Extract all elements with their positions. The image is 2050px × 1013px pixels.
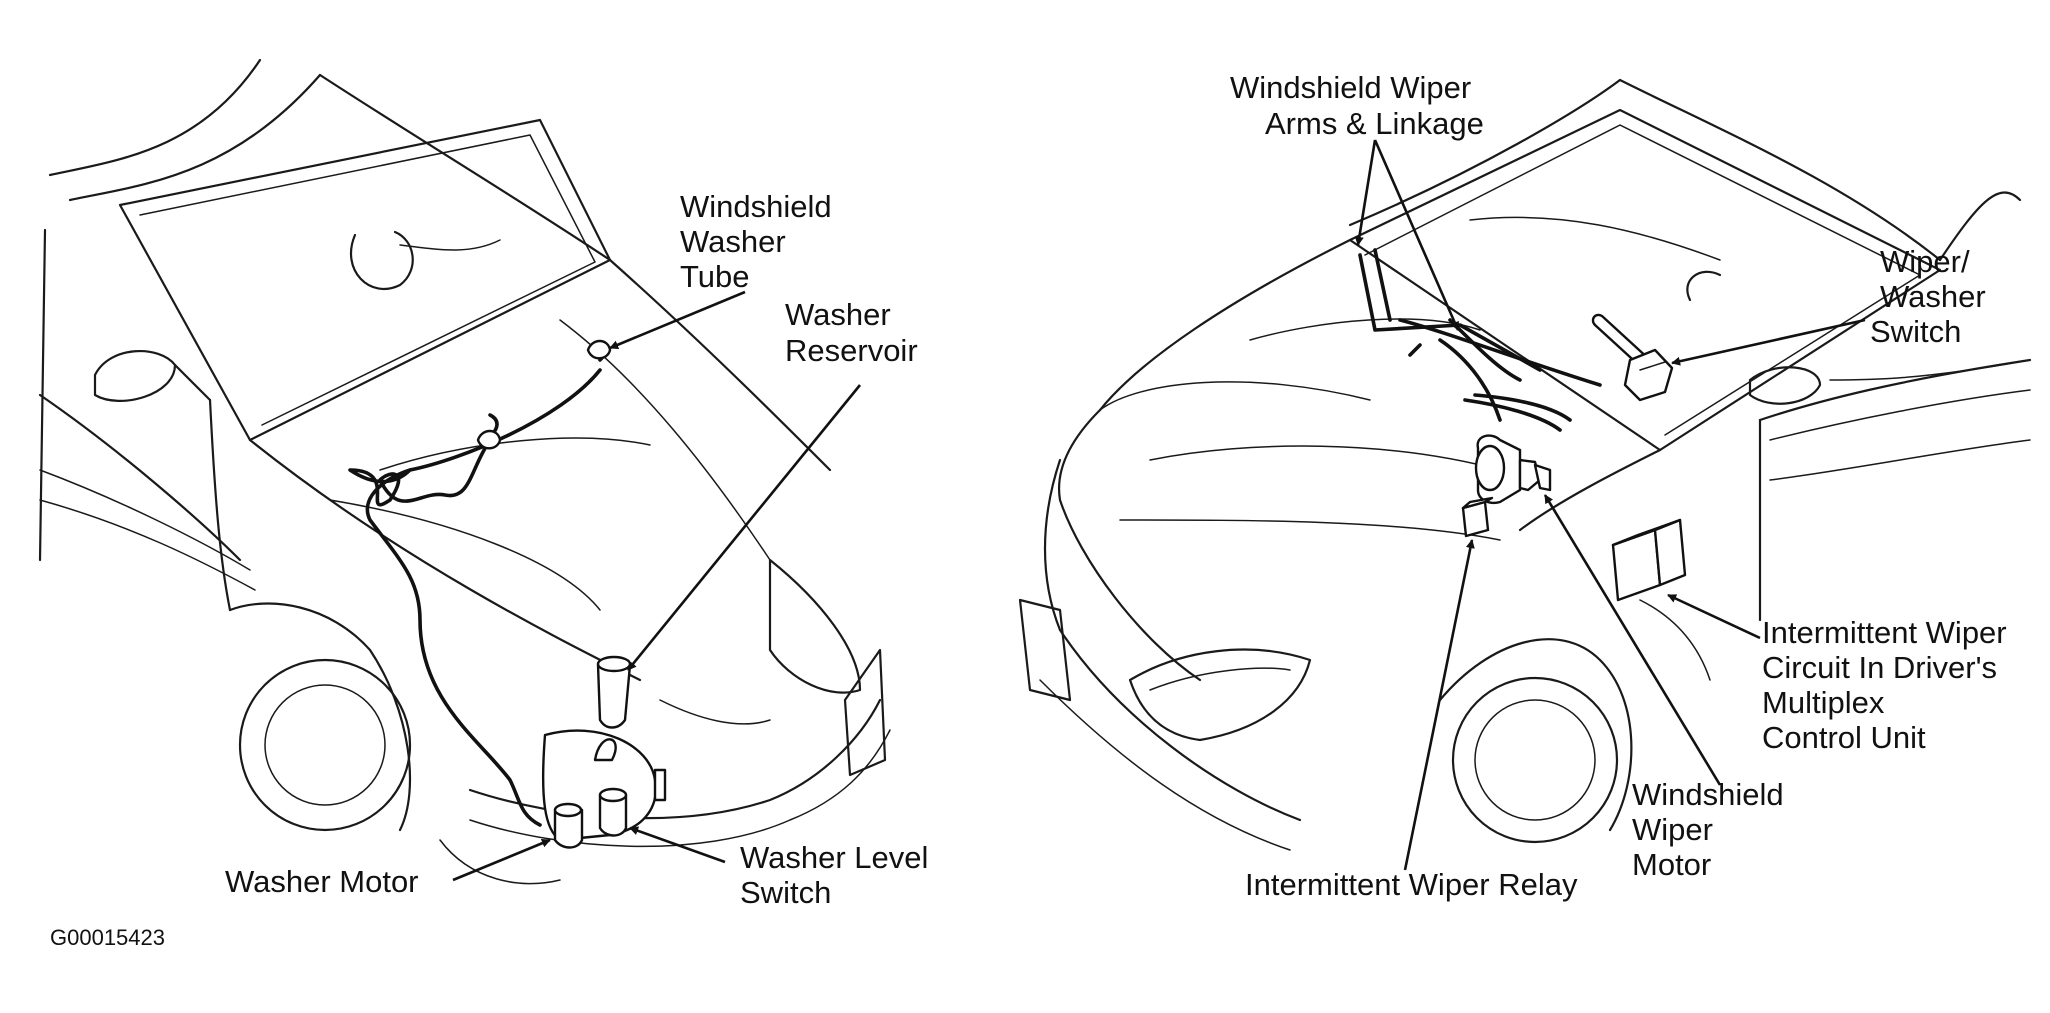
label-windshield-wiper-motor: Windshield Wiper Motor [1632, 777, 1792, 882]
label-wiper-washer-switch: Wiper/ Washer Switch [1870, 244, 1994, 349]
left-car-illustration [38, 58, 891, 885]
label-windshield-washer-tube: Windshield Washer Tube [680, 189, 840, 294]
label-washer-reservoir: Washer Reservoir [785, 297, 918, 368]
leader-intermittent-wiper-relay [1403, 539, 1475, 871]
windshield-wiper-motor [1474, 434, 1552, 504]
label-intermittent-wiper-circuit: Intermittent Wiper Circuit In Driver's M… [1762, 615, 2015, 755]
leader-multiplex-control-unit [1667, 593, 1761, 640]
multiplex-control-unit [1611, 518, 1687, 602]
leader-wiper-washer-switch [1671, 318, 1866, 366]
label-washer-level-switch: Washer Level Switch [740, 840, 937, 910]
leader-wiper-motor [1543, 494, 1722, 786]
diagram-id: G00015423 [50, 925, 165, 950]
label-washer-motor: Washer Motor [225, 864, 419, 899]
leader-wiper-arms-right [1373, 139, 1460, 331]
washer-tube [348, 346, 606, 827]
leader-washer-tube [609, 290, 746, 350]
right-car-illustration [1018, 78, 2032, 851]
leader-washer-level-switch [629, 826, 726, 864]
washer-nozzle-right [586, 339, 612, 360]
washer-nozzle-left [476, 429, 502, 450]
washer-motor [553, 802, 584, 849]
leader-washer-motor [452, 838, 551, 882]
leader-lines [452, 139, 1866, 882]
label-windshield-wiper-arms-linkage: Windshield Wiper Arms & Linkage [1230, 70, 1484, 141]
leader-wiper-arms-left [1354, 139, 1377, 246]
intermittent-wiper-relay [1461, 496, 1494, 538]
label-intermittent-wiper-relay: Intermittent Wiper Relay [1245, 867, 1578, 902]
wiper-arms-and-linkage [1358, 248, 1602, 432]
washer-level-switch [598, 787, 628, 837]
wiper-washer-switch [1591, 313, 1674, 402]
leader-washer-reservoir [626, 384, 862, 671]
